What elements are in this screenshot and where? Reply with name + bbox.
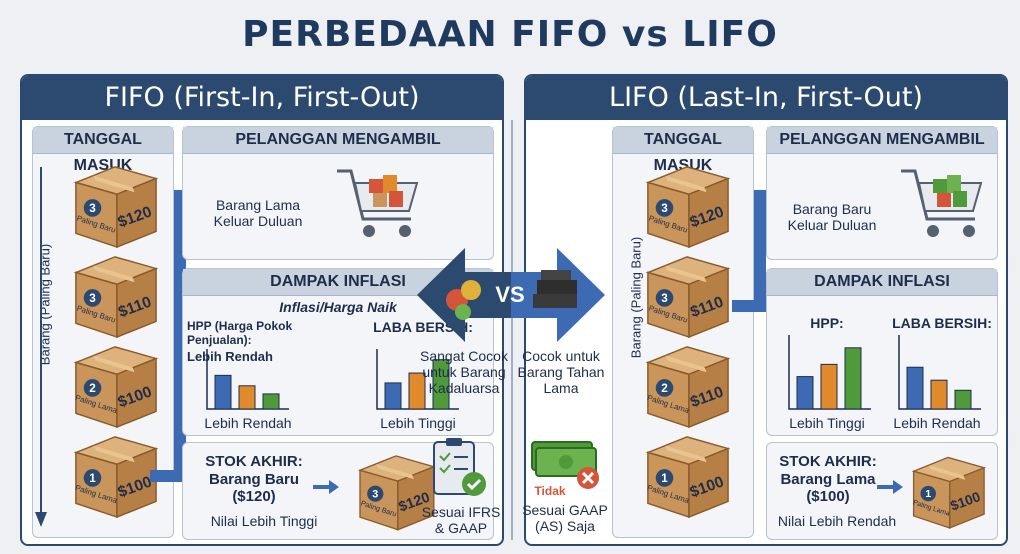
chart-bar: [408, 372, 426, 410]
fifo-hpp-label: HPP (Harga Pokok Penjualan):: [187, 319, 293, 347]
chart-axis: [898, 335, 981, 410]
fifo-pelanggan-box: PELANGGAN MENGAMBIL Barang Lama Keluar D…: [182, 126, 494, 260]
fifo-header: FIFO (First-In, First-Out): [22, 76, 502, 120]
crate-number: 3: [89, 292, 96, 305]
lifo-stok-value: Barang Lama ($100): [780, 471, 876, 505]
chart-axis: [376, 349, 459, 410]
fifo-laba-chart: [376, 349, 459, 410]
cart-icon: [901, 169, 983, 237]
lifo-standard: Sesuai GAAP (AS) Saja: [522, 502, 608, 534]
fifo-hpp-chart: [206, 349, 289, 410]
chart-bar: [214, 374, 232, 410]
fifo-laba-caption: Lebih Tinggi: [380, 415, 456, 431]
lifo-laba-caption: Lebih Rendah: [893, 415, 981, 431]
crate-number: 2: [89, 382, 96, 395]
crate-number: 2: [661, 382, 668, 395]
crate-number: 3: [372, 488, 378, 500]
lifo-stok-box: STOK AKHIR: Barang Lama ($100) Nilai Leb…: [766, 442, 998, 540]
lifo-tidak-label: Tidak: [534, 484, 566, 498]
page-title: PERBEDAAN FIFO vs LIFO: [242, 14, 778, 55]
crate-number: 1: [661, 472, 668, 485]
fifo-barang-keluar: Barang Lama Keluar Duluan: [213, 197, 303, 229]
fifo-standard: Sesuai IFRS & GAAP: [421, 504, 501, 536]
lifo-tanggal-masuk-title: TANGGAL MASUK: [613, 127, 753, 174]
chart-axis: [206, 349, 289, 410]
chart-bar: [432, 359, 450, 410]
lifo-laba-label: LABA BERSIH:: [892, 315, 992, 331]
fifo-hpp-caption: Lebih Rendah: [204, 415, 292, 431]
chart-axis: [788, 335, 871, 410]
fifo-stok-arrow: [313, 480, 339, 494]
fifo-stok-box: STOK AKHIR: Barang Baru ($120) Nilai Leb…: [182, 442, 494, 540]
chart-bar: [796, 376, 814, 410]
fifo-stok-label: STOK AKHIR:: [205, 453, 303, 470]
lifo-hpp-chart: [788, 335, 871, 410]
money-icon: [531, 441, 599, 489]
fifo-down-arrow: [35, 167, 47, 527]
checklist-icon: [433, 438, 486, 496]
lifo-dampak-title: DAMPAK INFLASI: [767, 269, 997, 296]
lifo-barang-keluar: Barang Baru Keluar Duluan: [787, 201, 877, 233]
fifo-pelanggan-title: PELANGGAN MENGAMBIL: [183, 127, 493, 154]
chart-bar: [820, 363, 838, 410]
lifo-stok-label: STOK AKHIR:: [779, 453, 877, 470]
fifo-stok-note: Nilai Lebih Tinggi: [210, 513, 318, 529]
vs-label: VS: [495, 282, 525, 307]
lifo-hpp-caption: Lebih Tinggi: [789, 415, 865, 431]
lifo-side-label: Barang (Paling Baru): [628, 236, 644, 359]
chart-bar: [906, 366, 924, 410]
chart-bar: [238, 385, 256, 410]
fifo-tanggal-masuk-title: TANGGAL MASUK: [33, 127, 173, 174]
lifo-header: LIFO (Last-In, First-Out): [526, 76, 1006, 120]
chart-bar: [954, 389, 972, 410]
crate-number: 3: [661, 292, 668, 305]
fifo-suitability: Sangat Cocok untuk Barang Kadaluarsa: [420, 348, 508, 396]
lifo-laba-chart: [898, 335, 981, 410]
lifo-suitability: Cocok untuk Barang Tahan Lama: [517, 348, 605, 396]
vs-arrows: [417, 248, 605, 342]
lifo-pelanggan-box: PELANGGAN MENGAMBIL Barang Baru Keluar D…: [766, 126, 998, 260]
chart-bar: [844, 347, 862, 410]
chart-bar: [930, 379, 948, 410]
chart-bar: [384, 382, 402, 410]
crate-number: 3: [89, 202, 96, 215]
fifo-hpp-value: Lebih Rendah: [187, 349, 273, 364]
fifo-stok-value: Barang Baru ($120): [208, 471, 300, 505]
lifo-stok-note: Nilai Lebih Rendah: [777, 513, 897, 529]
fifo-inflasi-label: Inflasi/Harga Naik: [279, 299, 397, 315]
crate-number: 3: [661, 202, 668, 215]
lifo-dampak-box: DAMPAK INFLASI HPP: LABA BERSIH: Lebih T…: [766, 268, 998, 436]
lifo-stok-arrow: [877, 480, 903, 494]
lifo-pelanggan-title: PELANGGAN MENGAMBIL: [767, 127, 997, 154]
crate-number: 1: [925, 489, 931, 500]
center-divider: [511, 120, 513, 540]
crate-number: 1: [89, 472, 96, 485]
cart-icon: [337, 169, 419, 237]
lifo-hpp-label: HPP:: [810, 315, 844, 331]
chart-bar: [262, 393, 280, 410]
lifo-panel: LIFO (Last-In, First-Out) TANGGAL MASUK …: [524, 74, 1008, 546]
